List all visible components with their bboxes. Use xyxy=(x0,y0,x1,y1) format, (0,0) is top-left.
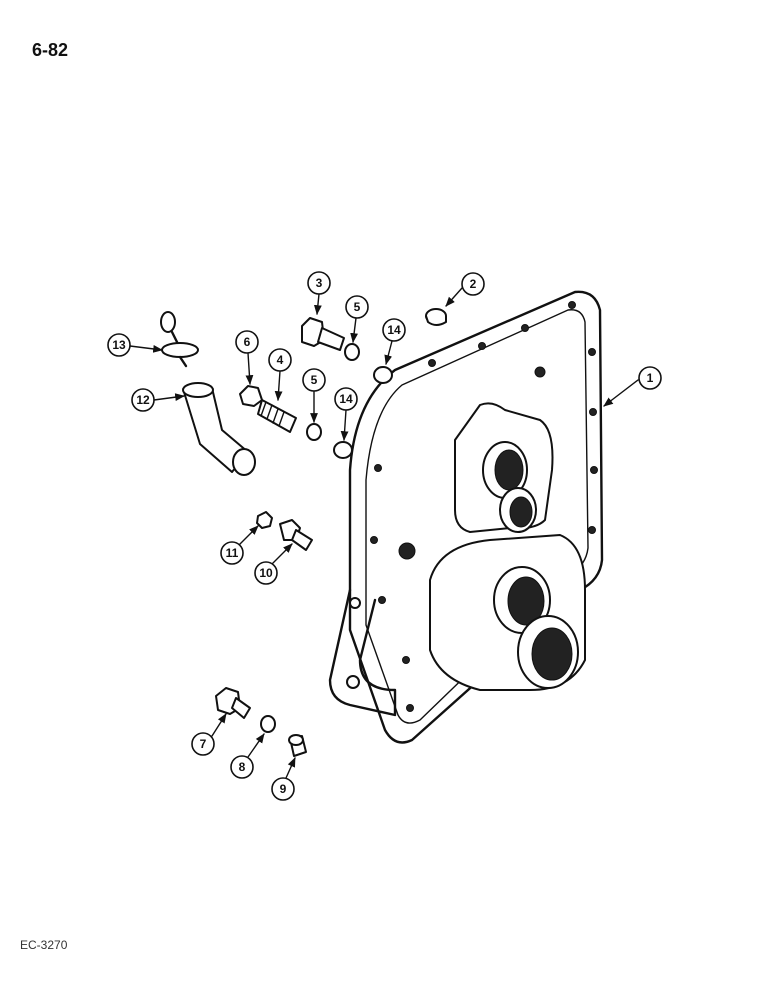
callout-8-label: 8 xyxy=(239,760,246,774)
callout-11: 11 xyxy=(220,525,259,565)
small-washer-part xyxy=(260,715,276,733)
callout-14b-label: 14 xyxy=(339,392,353,406)
callout-6: 6 xyxy=(235,330,259,385)
callout-9-label: 9 xyxy=(280,782,287,796)
callout-1-label: 1 xyxy=(647,371,654,385)
housing-cover-part xyxy=(328,290,604,744)
lock-washer-part xyxy=(306,343,360,441)
callout-7: 7 xyxy=(191,713,227,756)
callout-13-label: 13 xyxy=(112,338,126,352)
stud-part xyxy=(257,399,297,433)
callout-14b: 14 xyxy=(334,387,358,441)
callout-8: 8 xyxy=(230,733,265,779)
hex-bolt-part xyxy=(215,687,251,719)
small-nut-part xyxy=(256,511,273,529)
callout-5b: 5 xyxy=(302,368,326,423)
callout-3-label: 3 xyxy=(316,276,323,290)
callout-11-label: 11 xyxy=(226,546,239,560)
callout-2-label: 2 xyxy=(470,277,477,291)
flat-washer-part xyxy=(333,366,393,459)
callout-4-label: 4 xyxy=(277,353,284,367)
callout-6-label: 6 xyxy=(244,335,251,349)
callout-14a-label: 14 xyxy=(387,323,401,337)
callout-1: 1 xyxy=(603,366,662,407)
callout-4: 4 xyxy=(268,348,292,401)
callout-3: 3 xyxy=(307,271,331,315)
callout-5b-label: 5 xyxy=(311,373,318,387)
callout-10: 10 xyxy=(254,543,293,585)
nut-part xyxy=(239,385,263,407)
bushing-part xyxy=(288,734,307,757)
callout-5a-label: 5 xyxy=(354,300,361,314)
page-number: 6-82 xyxy=(32,40,69,60)
callout-7-label: 7 xyxy=(200,737,207,751)
callout-12: 12 xyxy=(131,388,185,412)
dipstick-cap-part xyxy=(160,311,199,368)
callout-2: 2 xyxy=(445,272,485,307)
plug-part xyxy=(425,308,447,326)
callout-14a: 14 xyxy=(382,318,406,365)
bolt-part xyxy=(301,317,345,351)
elbow-tube-part xyxy=(182,382,256,476)
fitting-part xyxy=(279,519,313,551)
callout-12-label: 12 xyxy=(136,393,150,407)
figure-code: EC-3270 xyxy=(20,938,68,952)
callout-10-label: 10 xyxy=(259,566,273,580)
callout-9: 9 xyxy=(271,757,296,801)
callout-5a: 5 xyxy=(345,295,369,343)
callout-13: 13 xyxy=(107,333,163,357)
